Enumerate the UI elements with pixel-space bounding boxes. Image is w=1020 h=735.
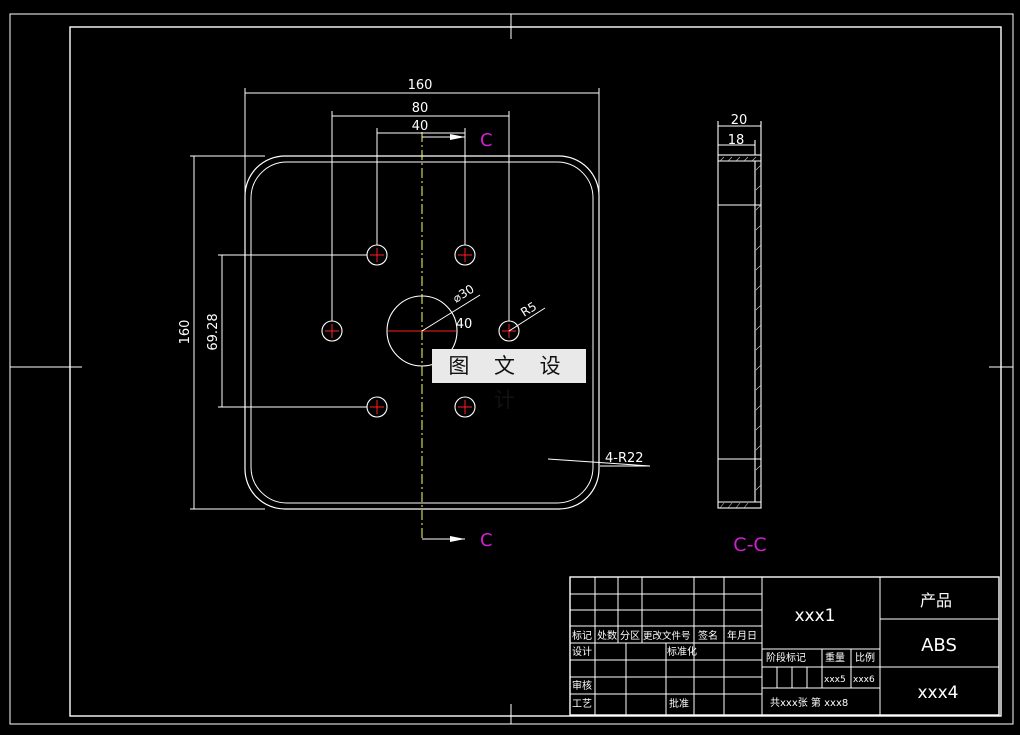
th-date: 年月日: [727, 629, 757, 642]
dim-width-160: 160: [408, 78, 433, 93]
tb-drawing-number: xxx4: [918, 683, 959, 703]
dim-side-18: 18: [728, 133, 745, 148]
watermark-label: 图 文 设 计: [432, 349, 586, 412]
tb-standardize: 标准化: [667, 645, 697, 658]
th-count: 处数: [597, 629, 617, 642]
sheet-inner-frame: [69, 26, 1002, 717]
dim-small-hole-radius: R5: [518, 299, 539, 319]
tb-sheets: 共xxx张 第 xxx8: [770, 696, 848, 709]
title-block-row-headers: 标记 处数 分区 更改文件号 签名 年月日: [572, 629, 757, 642]
dim-offset-69-28: 69.28: [206, 313, 221, 350]
tb-scale-value: xxx6: [853, 675, 875, 685]
dim-corner-radius: 4-R22: [605, 451, 644, 466]
th-change-doc: 更改文件号: [643, 630, 691, 642]
dimension-lines: [190, 88, 651, 510]
tb-design: 设计: [572, 645, 592, 658]
th-zone: 分区: [620, 630, 640, 642]
hole-bottom-right: [454, 396, 476, 418]
dim-spacing-80: 80: [412, 101, 429, 116]
tb-material: ABS: [921, 635, 957, 656]
section-label-top: C: [480, 130, 493, 151]
dim-side-20: 20: [731, 113, 748, 128]
section-arrow-top: [450, 134, 465, 140]
plate-outline-inner: [250, 161, 594, 504]
th-sign: 签名: [698, 629, 718, 642]
section-view-label: C-C: [733, 534, 766, 556]
dim-spacing-40: 40: [412, 119, 429, 134]
center-hole: [386, 295, 458, 367]
section-label-bottom: C: [480, 530, 493, 551]
tb-weight: 重量: [825, 651, 845, 664]
section-arrow-bottom: [450, 536, 465, 542]
tb-scale: 比例: [855, 651, 875, 664]
hole-center-marks: [325, 248, 516, 414]
tb-stage-mark: 阶段标记: [766, 651, 806, 664]
th-mark: 标记: [572, 630, 592, 642]
tb-approve: 批准: [669, 697, 689, 710]
dim-hole-center-40: 40: [456, 317, 473, 332]
tb-review: 审核: [572, 679, 592, 692]
tb-drawing-name: xxx1: [795, 606, 836, 626]
tb-weight-value: xxx5: [824, 675, 846, 685]
tb-product-label: 产品: [920, 591, 952, 610]
side-section-view: [717, 121, 762, 509]
tb-process: 工艺: [572, 698, 592, 710]
side-section-hatching: [719, 156, 762, 509]
dim-height-160: 160: [178, 320, 193, 345]
dim-center-hole-diameter: ⌀30: [450, 282, 476, 306]
title-block-grid: [569, 576, 1000, 716]
